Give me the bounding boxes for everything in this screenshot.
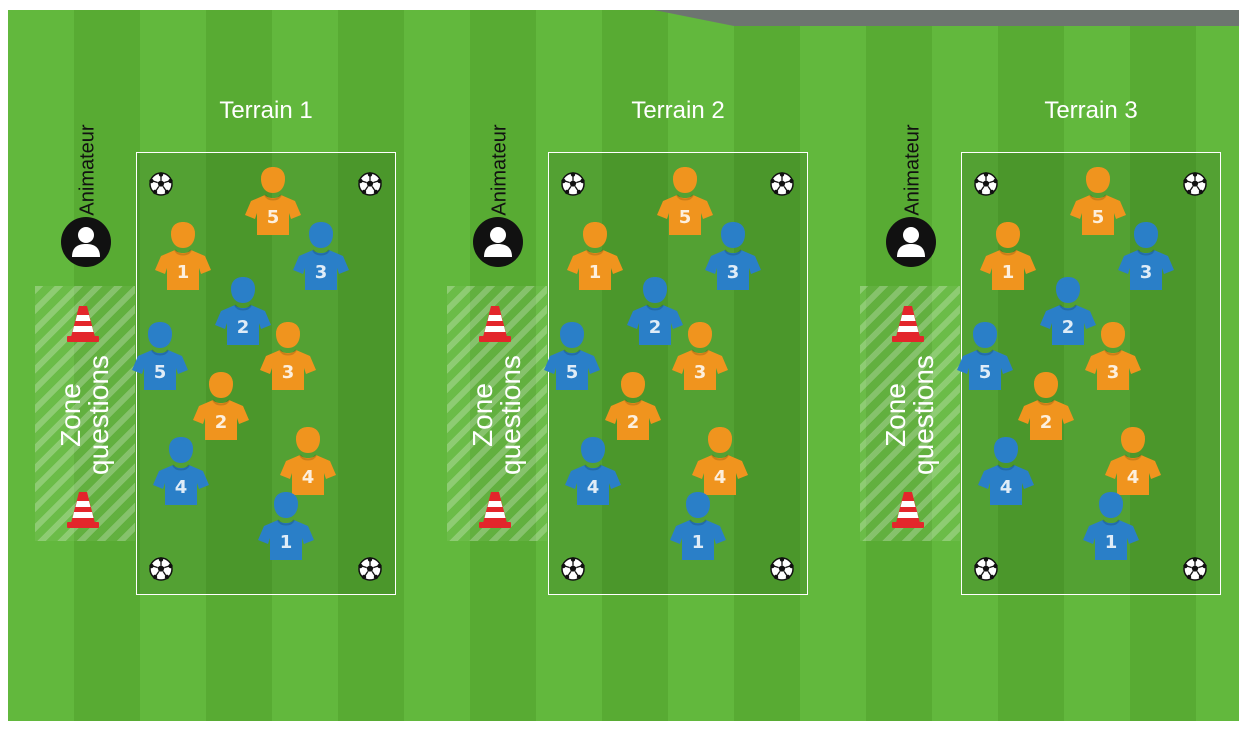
cone-icon — [477, 490, 513, 530]
player-number: 1 — [978, 262, 1038, 283]
cone-icon — [65, 490, 101, 530]
cone-icon — [477, 304, 513, 344]
player-number: 2 — [191, 412, 251, 433]
zone-label-line1: Zone — [469, 355, 497, 475]
player-blue: 5 — [130, 320, 190, 392]
player-number: 3 — [670, 362, 730, 383]
player-number: 4 — [278, 467, 338, 488]
soccer-ball-icon — [561, 172, 585, 196]
player-number: 1 — [1081, 532, 1141, 553]
player-orange: 1 — [565, 220, 625, 292]
player-orange: 1 — [978, 220, 1038, 292]
player-blue: 3 — [291, 220, 351, 292]
player-number: 3 — [703, 262, 763, 283]
player-number: 2 — [603, 412, 663, 433]
player-number: 4 — [976, 477, 1036, 498]
player-blue: 1 — [668, 490, 728, 562]
animateur-user-icon — [473, 217, 523, 267]
animateur-label: Animateur — [77, 124, 100, 215]
player-number: 3 — [258, 362, 318, 383]
animateur-user-icon — [61, 217, 111, 267]
player-orange: 4 — [690, 425, 750, 497]
player-orange: 2 — [1016, 370, 1076, 442]
pitch: Terrain 1 Animateur Zone questions — [8, 10, 1239, 721]
player-number: 3 — [291, 262, 351, 283]
zone-label-line1: Zone — [882, 355, 910, 475]
soccer-ball-icon — [770, 172, 794, 196]
player-number: 5 — [130, 362, 190, 383]
terrain-3: Terrain 3 Animateur Zone questions — [833, 10, 1239, 721]
player-number: 3 — [1083, 362, 1143, 383]
soccer-ball-icon — [149, 557, 173, 581]
soccer-ball-icon — [1183, 172, 1207, 196]
player-blue: 3 — [703, 220, 763, 292]
zone-label-line2: questions — [497, 355, 525, 475]
player-orange: 3 — [258, 320, 318, 392]
player-orange: 3 — [670, 320, 730, 392]
player-blue: 4 — [151, 435, 211, 507]
player-number: 4 — [690, 467, 750, 488]
player-blue: 4 — [976, 435, 1036, 507]
player-orange: 4 — [1103, 425, 1163, 497]
cone-icon — [890, 490, 926, 530]
player-orange: 2 — [191, 370, 251, 442]
player-number: 5 — [542, 362, 602, 383]
terrain-1: Terrain 1 Animateur Zone questions — [8, 10, 420, 721]
animateur-user-icon — [886, 217, 936, 267]
soccer-ball-icon — [770, 557, 794, 581]
player-number: 4 — [1103, 467, 1163, 488]
zone-questions-label: Zone questions — [469, 355, 525, 475]
cone-icon — [65, 304, 101, 344]
player-number: 1 — [153, 262, 213, 283]
player-number: 1 — [668, 532, 728, 553]
soccer-ball-icon — [974, 557, 998, 581]
zone-questions-label: Zone questions — [882, 355, 938, 475]
soccer-ball-icon — [1183, 557, 1207, 581]
player-number: 3 — [1116, 262, 1176, 283]
terrain-title: Terrain 1 — [136, 97, 396, 125]
zone-label-line2: questions — [910, 355, 938, 475]
cone-icon — [890, 304, 926, 344]
player-number: 4 — [563, 477, 623, 498]
zone-label-line1: Zone — [57, 355, 85, 475]
soccer-ball-icon — [358, 557, 382, 581]
player-number: 1 — [565, 262, 625, 283]
soccer-ball-icon — [561, 557, 585, 581]
player-number: 4 — [151, 477, 211, 498]
animateur-label: Animateur — [902, 124, 925, 215]
animateur-label: Animateur — [489, 124, 512, 215]
soccer-ball-icon — [149, 172, 173, 196]
player-number: 5 — [955, 362, 1015, 383]
player-orange: 4 — [278, 425, 338, 497]
player-orange: 1 — [153, 220, 213, 292]
terrain-2: Terrain 2 Animateur Zone questions — [420, 10, 832, 721]
zone-questions-label: Zone questions — [57, 355, 113, 475]
player-orange: 3 — [1083, 320, 1143, 392]
player-blue: 5 — [955, 320, 1015, 392]
terrain-title: Terrain 2 — [548, 97, 808, 125]
player-orange: 2 — [603, 370, 663, 442]
soccer-ball-icon — [358, 172, 382, 196]
player-number: 1 — [256, 532, 316, 553]
zone-label-line2: questions — [85, 355, 113, 475]
soccer-ball-icon — [974, 172, 998, 196]
player-blue: 3 — [1116, 220, 1176, 292]
player-blue: 1 — [256, 490, 316, 562]
player-blue: 5 — [542, 320, 602, 392]
player-number: 2 — [1016, 412, 1076, 433]
terrain-title: Terrain 3 — [961, 97, 1221, 125]
player-blue: 4 — [563, 435, 623, 507]
player-blue: 1 — [1081, 490, 1141, 562]
